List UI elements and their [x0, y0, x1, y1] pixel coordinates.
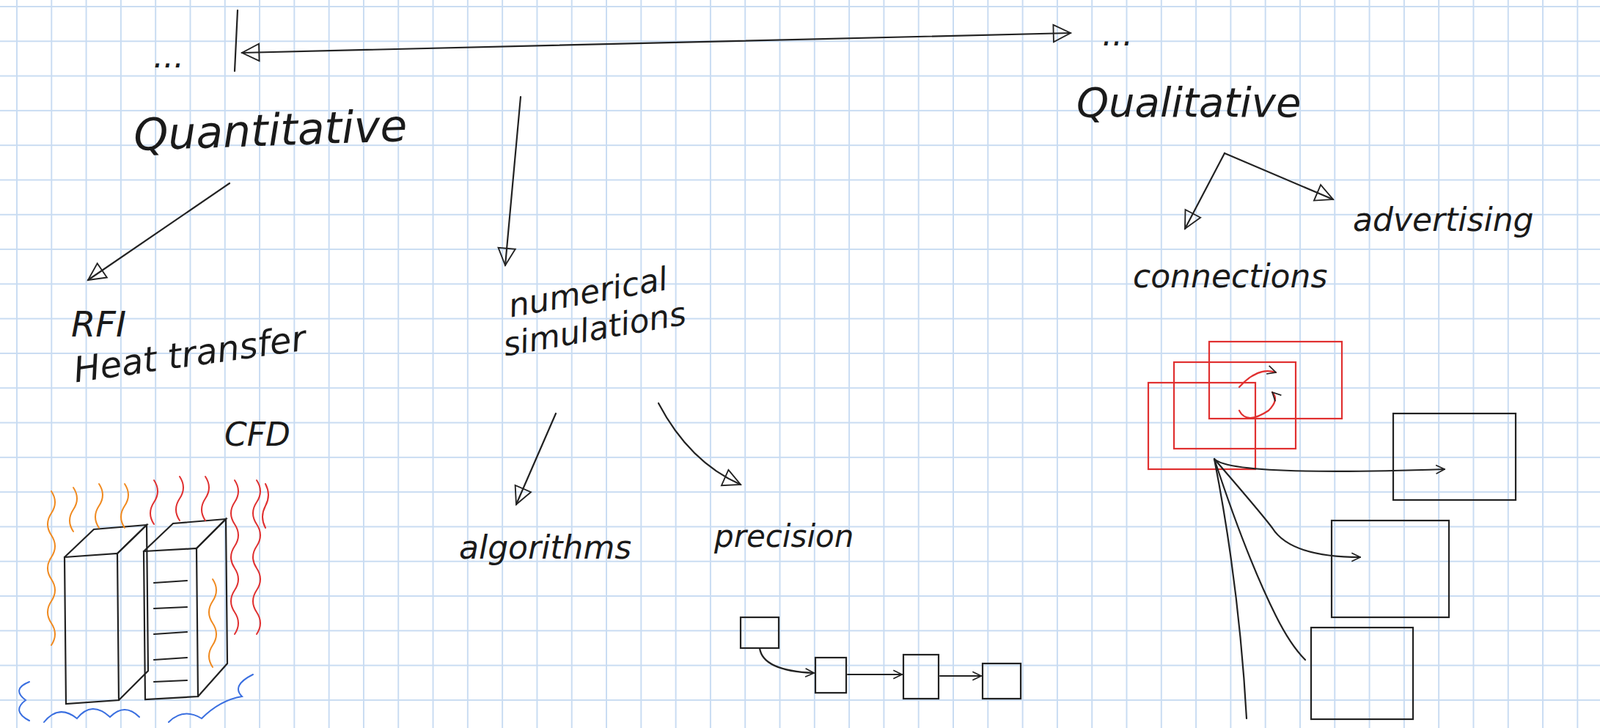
cooling-cloud [19, 674, 253, 723]
tick-mark [234, 10, 238, 72]
stacked-boxes [1148, 341, 1342, 470]
handwritten-label: ... [1102, 16, 1133, 54]
handwritten-label: precision [714, 519, 854, 555]
heat-waves [19, 476, 269, 723]
axis-arrow [241, 32, 1071, 53]
fan-out-boxes [1214, 413, 1516, 720]
handwritten-label: Qualitative [1076, 79, 1301, 127]
arrow [87, 183, 230, 281]
handwritten-label: Quantitative [132, 100, 408, 161]
handwritten-label: RFI [71, 304, 127, 345]
handwritten-label: CFD [224, 416, 291, 454]
handwritten-label: advertising [1352, 201, 1535, 240]
handwritten-label: algorithms [459, 529, 632, 567]
handwritten-label: ... [153, 38, 185, 76]
arrow [505, 96, 521, 266]
arrow [1184, 153, 1225, 229]
handwritten-label: numerical simulations [469, 253, 714, 368]
arrow [658, 403, 741, 485]
handwritten-label: connections [1132, 258, 1328, 296]
arrow [1224, 153, 1334, 200]
server-racks [64, 519, 228, 704]
box-chain [740, 617, 1021, 699]
arrow [516, 413, 556, 505]
